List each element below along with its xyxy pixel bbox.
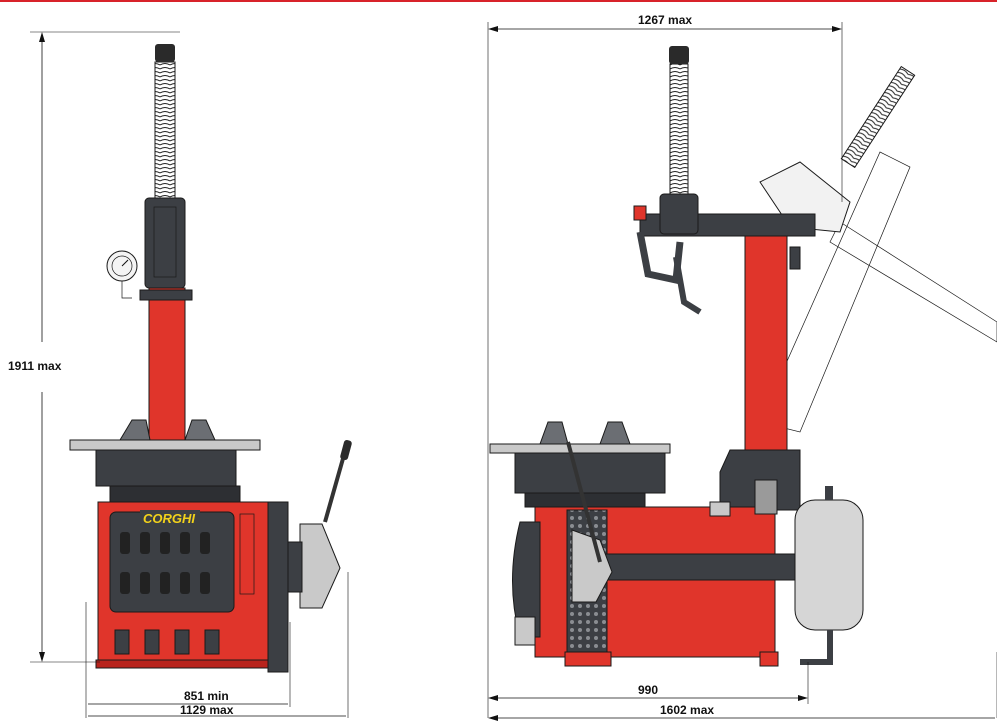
front-height-label: 1911 max: [8, 359, 62, 373]
mounting-head: [636, 231, 684, 285]
side-view: [489, 46, 997, 667]
front-control-panel: [109, 511, 235, 613]
front-column-knob: [155, 44, 175, 62]
bead-breaker-plate: [299, 523, 341, 609]
front-width-max-label: 1129 max: [180, 703, 234, 717]
top-accent-bar: [0, 0, 997, 2]
foot-pedals: [114, 629, 220, 655]
side-spring-column: [669, 63, 689, 195]
control-panel-slots: [120, 532, 210, 594]
side-turntable: [489, 443, 671, 454]
bead-breaker-lever: [323, 447, 348, 523]
front-height-dimension: 1911 max: [8, 31, 180, 663]
air-filter-unit: [754, 479, 778, 515]
front-tool-head: [144, 197, 186, 289]
front-red-column: [148, 287, 186, 449]
side-base-depth-label: 990: [638, 683, 658, 697]
front-spring-column: [154, 61, 176, 203]
front-width-dimensions: 851 min 1129 max: [85, 572, 349, 718]
side-depth-dimensions: 990 1602 max: [487, 452, 997, 721]
bead-breaker-arm: [604, 553, 806, 581]
air-tank: [794, 499, 864, 631]
front-view: CORGHI: [69, 44, 352, 673]
side-total-depth-label: 1602 max: [660, 703, 714, 717]
front-turntable: [69, 439, 261, 451]
side-top-width-dimension: 1267 max: [487, 13, 843, 452]
side-red-column: [744, 235, 788, 457]
front-width-min-label: 851 min: [184, 689, 229, 703]
brand-logo-text: CORGHI: [143, 511, 195, 526]
brand-logo: [140, 510, 200, 526]
side-top-width-label: 1267 max: [638, 13, 692, 27]
